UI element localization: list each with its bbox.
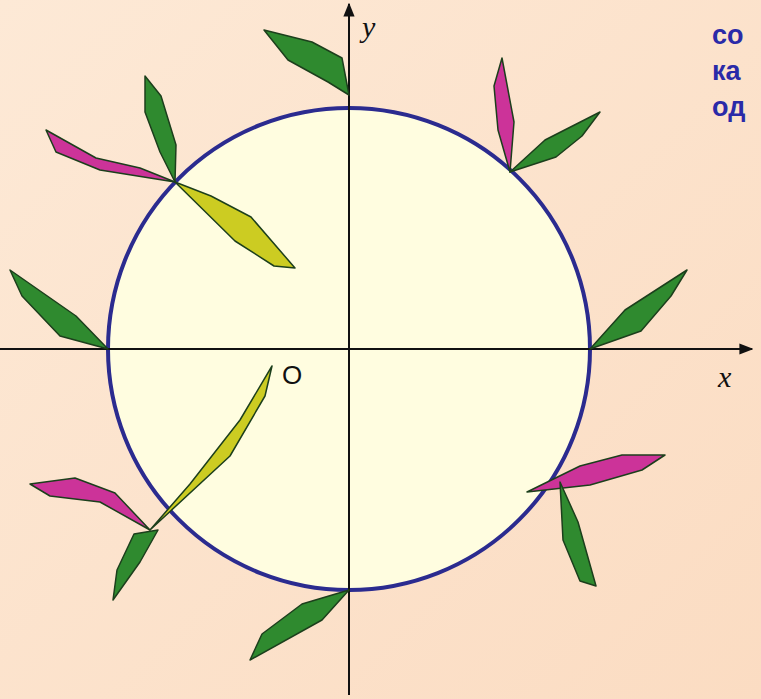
petals — [10, 30, 687, 660]
note-fragment: со — [712, 22, 744, 49]
axis-label: x — [718, 362, 731, 392]
note-fragment: од — [712, 94, 745, 121]
origin-label: O — [282, 362, 302, 388]
axis-label: y — [362, 12, 375, 42]
x-axis — [0, 348, 752, 350]
note-fragment: ка — [712, 58, 741, 85]
